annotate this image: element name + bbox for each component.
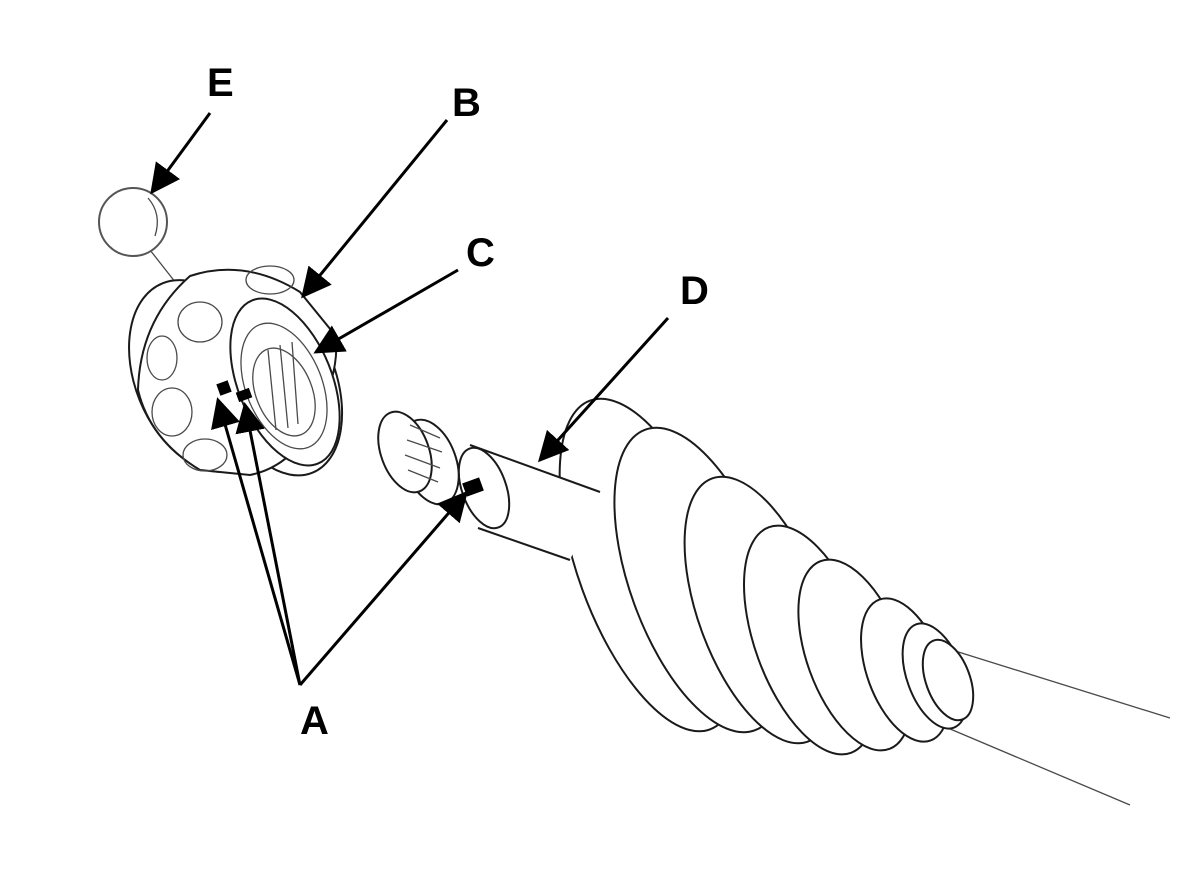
- ball-part: [98, 187, 184, 293]
- leader-line-a-1: [211, 397, 302, 686]
- callout-label-c: C: [466, 231, 495, 275]
- leader-line-d: [537, 316, 670, 463]
- leader-line-a-2: [235, 402, 302, 686]
- callout-label-d: D: [680, 269, 709, 313]
- callout-label-b: B: [452, 81, 481, 125]
- leader-line-e: [150, 112, 212, 195]
- callout-label-e: E: [207, 61, 234, 105]
- leader-line-c: [313, 268, 459, 354]
- callout-label-a: A: [300, 699, 329, 743]
- leader-line-b: [301, 119, 449, 299]
- drive-shaft-part: [377, 397, 1171, 806]
- alignment-mark-cage: [216, 380, 232, 396]
- leader-line-a-3: [298, 490, 468, 686]
